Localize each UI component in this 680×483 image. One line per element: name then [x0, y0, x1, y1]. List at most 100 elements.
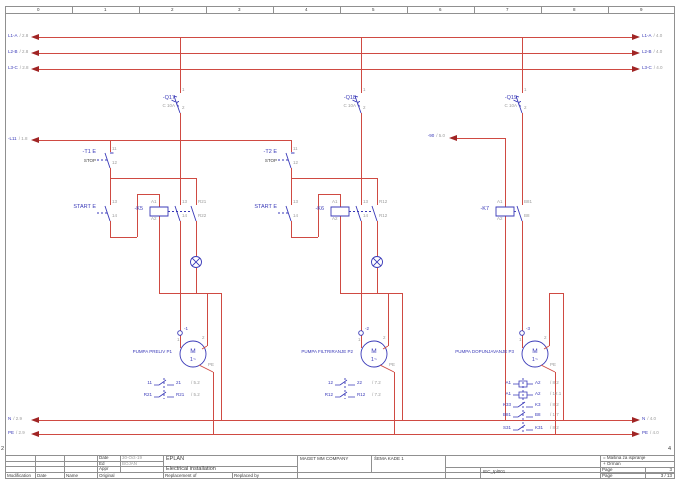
no-contact-icon	[371, 205, 378, 222]
tb-page-value: 3	[669, 467, 672, 472]
label-part: / 2.8	[19, 65, 29, 70]
wire	[291, 140, 292, 152]
stop-tag: -T1 E	[82, 149, 96, 155]
motor-icon	[360, 340, 388, 368]
tb-date-label: Date	[99, 455, 109, 460]
motor-letter: M	[532, 348, 537, 355]
aux-pin-left: R12	[324, 392, 333, 397]
tb-page-label: Page	[602, 467, 613, 472]
wire	[221, 293, 222, 420]
ruler-divider	[340, 6, 341, 13]
motor-letter: M	[371, 348, 376, 355]
start-tag: START E	[73, 204, 96, 210]
pin-label: R21	[198, 199, 207, 204]
contactor-coil-icon	[495, 206, 515, 217]
breaker-rating: C 10A	[162, 103, 175, 108]
wire	[318, 194, 319, 237]
rail-label-l11: -L11/ 1.8	[8, 136, 29, 153]
ruler-divider	[608, 6, 609, 13]
ruler-number: 7	[506, 7, 509, 12]
tb-page-total: 3 / 13	[660, 473, 672, 478]
titleblock-divider	[97, 455, 98, 478]
wire	[291, 237, 318, 238]
no-contact-icon	[104, 205, 111, 222]
terminal-tag: -1	[184, 326, 189, 331]
pin-label: 1	[182, 87, 185, 92]
wire	[291, 178, 377, 179]
wire	[318, 194, 340, 195]
aux-coil-icon	[513, 391, 533, 399]
tb-plant: = Mašina za ispiranje	[603, 455, 646, 460]
wire	[291, 221, 292, 237]
pe-drop-wire	[555, 372, 556, 434]
pin-label: R22	[198, 213, 207, 218]
tb-col-modification: Modification	[7, 473, 32, 478]
pin-label: PE	[208, 362, 215, 367]
rail-label-left-n: N/ 2.9	[8, 416, 24, 433]
label-part: / 1.8	[18, 136, 28, 141]
titleblock-divider	[445, 455, 446, 478]
pin-label: 13	[112, 199, 118, 204]
aux-pin-right: 21	[176, 380, 182, 385]
tb-appr-label: Appr	[99, 466, 109, 471]
wire	[180, 37, 181, 93]
contactor-coil-icon	[330, 206, 350, 217]
aux-crossref: / 8.2	[550, 425, 559, 430]
ruler-divider	[541, 6, 542, 13]
pin-label: B81	[524, 199, 533, 204]
aux-crossref: / 5.2	[191, 392, 200, 397]
wire-arrow	[31, 417, 39, 423]
ruler-divider	[72, 6, 73, 13]
wire-arrow	[632, 431, 640, 437]
wire	[549, 293, 550, 346]
titleblock-divider	[163, 455, 164, 478]
tb-col-name: Name	[66, 473, 79, 478]
pin-label: 2	[544, 335, 547, 340]
label-part: / 2.9	[16, 430, 25, 435]
wire	[196, 221, 197, 256]
pin-label: A1	[332, 199, 338, 204]
pin-label: A2	[497, 216, 503, 221]
motor-label: PUMPA DOPUNJAVANJE P3	[455, 349, 514, 354]
wire	[196, 178, 197, 205]
ruler-divider	[139, 6, 140, 13]
aux-crossref: / 7.2	[372, 392, 381, 397]
frame-line	[600, 473, 675, 474]
label-part: / 4.0	[650, 430, 659, 435]
wire-arrow	[31, 66, 39, 72]
motor-pin2-wire	[201, 345, 208, 350]
tb-drawing: ŠEMA KADE 1	[374, 456, 404, 461]
frame-line	[674, 6, 675, 479]
aux-pin-right: R21	[176, 392, 185, 397]
wire	[361, 113, 362, 205]
aux-pin-left: R21	[143, 392, 152, 397]
label-part: PE	[642, 430, 649, 435]
label-part: -L11	[8, 136, 17, 141]
motor-letter: M	[190, 348, 195, 355]
aux-pin-right: R12	[357, 392, 366, 397]
pe-drop-wire	[213, 372, 214, 434]
wire-arrow	[31, 34, 39, 40]
label-part: L3-C	[8, 65, 18, 70]
label-part: L1-A	[642, 33, 652, 38]
label-part: / 4.0	[647, 416, 657, 421]
frame-line	[5, 6, 6, 479]
wire	[159, 216, 160, 293]
pin-label: A2	[151, 216, 157, 221]
frame-line	[5, 13, 675, 14]
no-contact-icon	[355, 205, 362, 222]
wire	[207, 293, 208, 346]
aux-pin-left: A1	[505, 391, 511, 396]
aux-pin-right: K3	[535, 402, 541, 407]
wire-label-90: -90/ 5.0	[428, 133, 447, 150]
wire	[180, 113, 181, 205]
breaker-arc	[357, 101, 361, 107]
pin-label: PE	[550, 362, 557, 367]
titleblock-divider	[35, 455, 36, 478]
pin-label: 14	[182, 213, 188, 218]
label-part: L3-C	[642, 65, 652, 70]
label-part: L1-A	[8, 33, 18, 38]
stop-label: STOP	[264, 158, 277, 163]
label-part: / 2.8	[19, 49, 29, 54]
pin-label: 12	[293, 160, 299, 165]
